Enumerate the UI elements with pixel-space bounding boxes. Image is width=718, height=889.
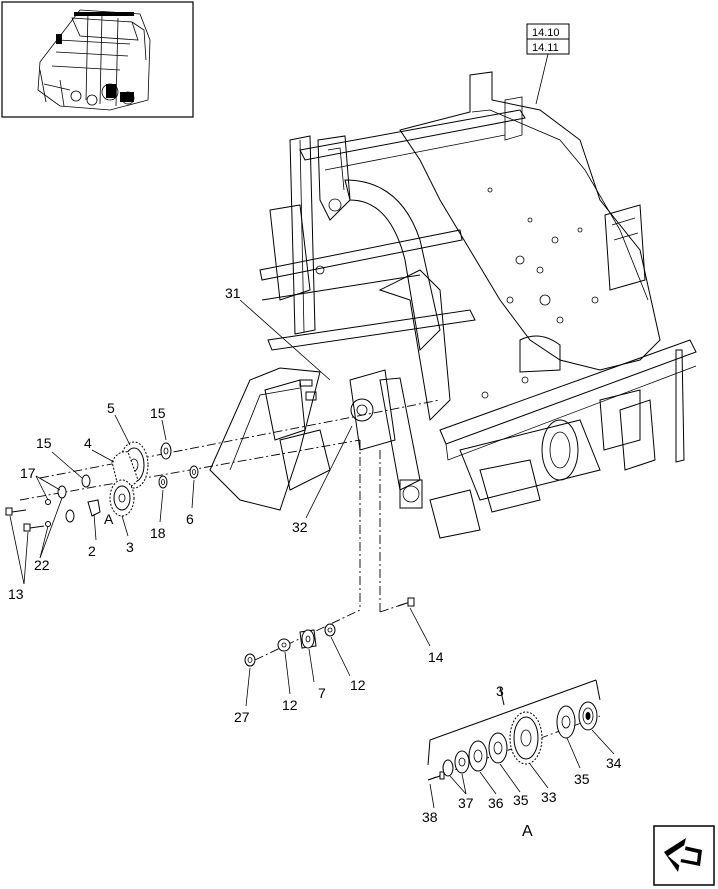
callout-38[interactable]: 38 [422, 809, 438, 825]
callout-36[interactable]: 36 [488, 795, 504, 811]
callout-33[interactable]: 33 [541, 789, 557, 805]
callouts: 31 5 15 4 15 17 A 3 18 6 2 22 13 32 14 1… [8, 285, 622, 840]
washer-35b [556, 705, 576, 739]
callout-12-right[interactable]: 12 [350, 677, 366, 693]
bolt-14 [397, 597, 415, 607]
washer-15-left [81, 474, 91, 488]
callout-6[interactable]: 6 [186, 511, 194, 527]
washer-12-right [324, 623, 336, 637]
washer-35a [488, 732, 508, 764]
callout-37[interactable]: 37 [458, 795, 474, 811]
baler-frame [209, 71, 697, 539]
washer-12-left [277, 638, 291, 652]
washer-37b [454, 750, 470, 774]
spacer-7 [299, 629, 317, 649]
next-page-arrow-icon[interactable] [653, 825, 715, 886]
ref-bottom[interactable]: 14.11 [532, 42, 559, 54]
bolt-13 [5, 507, 45, 532]
callout-a-marker[interactable]: A [104, 511, 114, 527]
callout-17[interactable]: 17 [20, 465, 36, 481]
callout-22[interactable]: 22 [34, 557, 50, 573]
callout-15-upper[interactable]: 15 [150, 405, 166, 421]
callout-14[interactable]: 14 [428, 649, 444, 665]
reference-box: 14.10 14.11 [526, 23, 570, 105]
callout-3[interactable]: 3 [126, 539, 134, 555]
callout-5[interactable]: 5 [107, 400, 115, 416]
leader-lines [9, 299, 615, 809]
bracket-2 [87, 499, 101, 517]
callout-32[interactable]: 32 [292, 519, 308, 535]
callout-15-left[interactable]: 15 [36, 435, 52, 451]
sprocket-33 [509, 711, 543, 765]
callout-4[interactable]: 4 [84, 435, 92, 451]
washer-15-upper [160, 442, 172, 460]
callout-31[interactable]: 31 [225, 285, 241, 301]
spacer-36 [468, 740, 488, 772]
callout-3-detail[interactable]: 3 [496, 683, 504, 699]
washer-6 [189, 465, 199, 479]
callout-35-left[interactable]: 35 [513, 792, 529, 808]
callout-35-right[interactable]: 35 [574, 771, 590, 787]
callout-18[interactable]: 18 [150, 525, 166, 541]
bolt-38 [427, 771, 445, 781]
washer-18 [158, 475, 168, 489]
callout-13[interactable]: 13 [8, 586, 24, 602]
washer-17 [57, 485, 67, 499]
sprocket-assembly [5, 441, 199, 532]
machine-overview-thumbnail [1, 1, 194, 118]
bearing-34 [578, 701, 598, 731]
callout-7[interactable]: 7 [318, 685, 326, 701]
lower-hardware [244, 597, 415, 667]
ref-top[interactable]: 14.10 [532, 27, 560, 39]
sprocket-3 [109, 479, 135, 517]
callout-34[interactable]: 34 [606, 755, 622, 771]
detail-a-label[interactable]: A [522, 823, 533, 840]
nut-27 [244, 653, 256, 667]
detail-a [427, 679, 601, 781]
callout-27[interactable]: 27 [234, 709, 250, 725]
callout-2[interactable]: 2 [88, 543, 96, 559]
washer-37a [442, 759, 454, 777]
callout-12-left[interactable]: 12 [282, 697, 298, 713]
